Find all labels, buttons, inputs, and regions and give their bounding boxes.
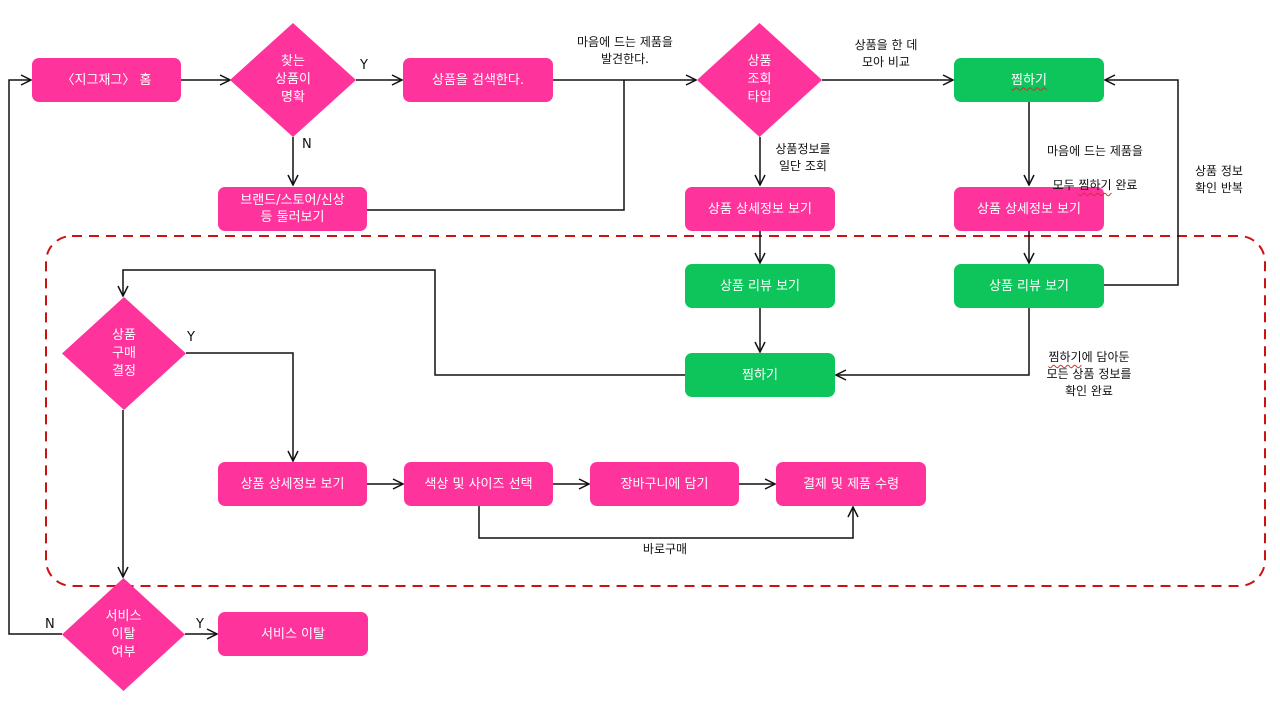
- edge-label-view-first: 상품정보를 일단 조회: [775, 142, 831, 173]
- decision-clear-target[interactable]: 찾는 상품이 명확: [230, 23, 356, 137]
- node-detail-top-right-label: 상품 상세정보 보기: [977, 201, 1081, 217]
- diamond-shape: [62, 578, 185, 691]
- purchase-flow-group-boundary: [45, 235, 1266, 587]
- node-churn-label: 서비스 이탈: [261, 626, 325, 642]
- edge-label-line: 모두: [1052, 178, 1079, 192]
- diamond-shape: [62, 297, 186, 410]
- edge-label-all-checked: 찜하기에 담아둔 모든 상품 정보를 확인 완료: [1034, 349, 1144, 400]
- edge-label-line: 완료: [1111, 178, 1138, 192]
- node-churn[interactable]: 서비스 이탈: [218, 612, 368, 656]
- node-home[interactable]: 〈지그재그〉 홈: [32, 58, 181, 102]
- node-search[interactable]: 상품을 검색한다.: [403, 58, 553, 102]
- decision-churn[interactable]: 서비스 이탈 여부: [62, 578, 185, 691]
- branch-label-yes: Y: [196, 617, 204, 632]
- node-wishlist-top[interactable]: 찜하기: [954, 58, 1104, 102]
- node-wishlist-mid[interactable]: 찜하기: [685, 353, 835, 397]
- node-add-cart-label: 장바구니에 담기: [620, 476, 709, 492]
- edge-label-line: 찜하기: [1078, 178, 1112, 192]
- node-review-right[interactable]: 상품 리뷰 보기: [954, 264, 1104, 308]
- branch-label-yes: Y: [187, 330, 195, 345]
- node-checkout[interactable]: 결제 및 제품 수령: [776, 462, 926, 506]
- decision-view-type-label: 상품 조회 타입: [747, 54, 772, 105]
- node-detail-top-right[interactable]: 상품 상세정보 보기: [954, 187, 1104, 231]
- edge-wishlist-to-purchase-decision: [123, 269, 685, 376]
- edge-label-direct-buy: 바로구매: [642, 542, 688, 556]
- node-review-mid-label: 상품 리뷰 보기: [719, 278, 801, 294]
- diamond-shape: [697, 23, 822, 137]
- decision-clear-target-label: 찾는 상품이 명확: [275, 54, 311, 105]
- edge-label-compare: 상품을 한 데 모아 비교: [854, 38, 918, 69]
- edge-purchase-yes: [186, 352, 293, 461]
- decision-purchase-label: 상품 구매 결정: [112, 327, 136, 379]
- edge-label-found-product: 마음에 드는 제품을 발견한다.: [577, 35, 673, 66]
- decision-churn-label: 서비스 이탈 여부: [105, 608, 142, 660]
- edge-churn-no-loop: [8, 80, 62, 635]
- node-search-label: 상품을 검색한다.: [432, 72, 524, 88]
- edge-label-line: 마음에 드는 제품을: [1047, 144, 1143, 158]
- node-select-option[interactable]: 색상 및 사이즈 선택: [404, 462, 553, 506]
- decision-view-type[interactable]: 상품 조회 타입: [697, 23, 822, 137]
- node-select-option-label: 색상 및 사이즈 선택: [424, 476, 533, 492]
- edge-label-line: 찜하기: [1048, 350, 1082, 364]
- edge-all-checked: [836, 308, 1030, 375]
- edge-label-line: 에 담아둔 모든 상품 정보를 확인 완료: [1046, 350, 1132, 398]
- node-browse-label: 브랜드/스토어/신상 등 둘러보기: [240, 193, 345, 225]
- edge-browse-to-view-type: [367, 80, 625, 211]
- node-wishlist-mid-label: 찜하기: [742, 367, 778, 383]
- node-detail-top-mid[interactable]: 상품 상세정보 보기: [685, 187, 835, 231]
- edge-label-repeat-check: 상품 정보 확인 반복: [1195, 164, 1243, 195]
- node-detail-bottom[interactable]: 상품 상세정보 보기: [218, 462, 367, 506]
- node-detail-top-mid-label: 상품 상세정보 보기: [708, 201, 812, 217]
- edge-label-wishlist-done: 마음에 드는 제품을 모두 찜하기 완료: [1036, 126, 1154, 194]
- edge-direct-buy: [478, 506, 853, 539]
- node-add-cart[interactable]: 장바구니에 담기: [590, 462, 739, 506]
- branch-label-no: N: [302, 137, 312, 152]
- branch-label-yes: Y: [360, 58, 368, 73]
- node-home-label: 〈지그재그〉 홈: [61, 72, 152, 88]
- node-detail-bottom-label: 상품 상세정보 보기: [240, 476, 345, 492]
- node-browse[interactable]: 브랜드/스토어/신상 등 둘러보기: [218, 187, 367, 231]
- diamond-shape: [230, 23, 356, 137]
- branch-label-no: N: [45, 617, 55, 632]
- node-review-right-label: 상품 리뷰 보기: [988, 278, 1070, 294]
- decision-purchase[interactable]: 상품 구매 결정: [62, 297, 186, 410]
- node-wishlist-top-label: 찜하기: [1011, 72, 1047, 88]
- node-review-mid[interactable]: 상품 리뷰 보기: [685, 264, 835, 308]
- node-checkout-label: 결제 및 제품 수령: [802, 476, 900, 492]
- edge-repeat-check: [1104, 80, 1179, 286]
